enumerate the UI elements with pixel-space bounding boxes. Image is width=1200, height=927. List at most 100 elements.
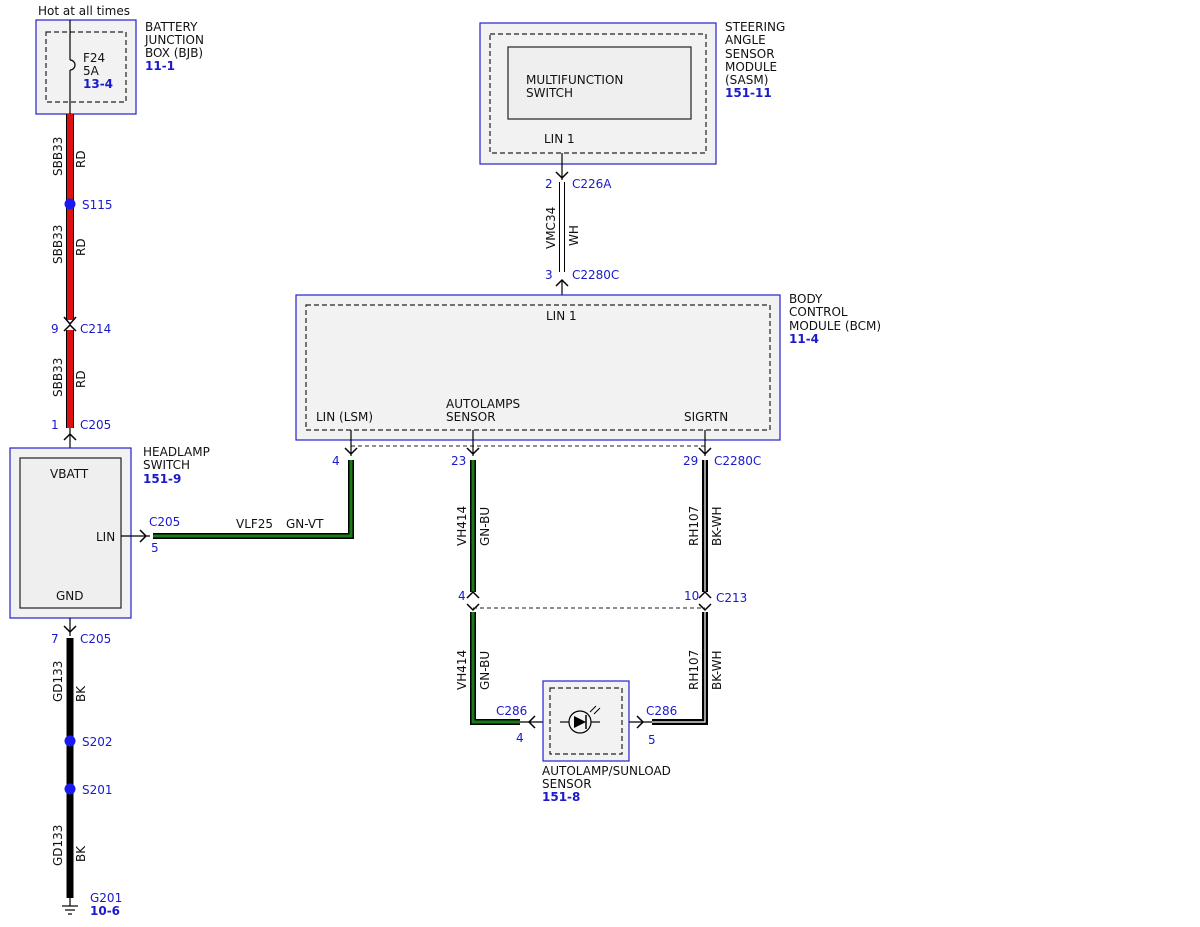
pin-29: 29 [683, 454, 698, 468]
wire-color-gn-bu-1: GN-BU [478, 507, 492, 546]
connector-c286-left-label: C286 [496, 704, 527, 718]
wire-color-gn-vt: GN-VT [286, 517, 324, 531]
autolamp-ref[interactable]: 151-8 [542, 790, 580, 804]
bcm-sigrtn-label: SIGRTN [684, 410, 728, 424]
wire-code-1: SBB33 [51, 137, 65, 176]
wire-code-rh107-2: RH107 [687, 650, 701, 690]
pin-1: 1 [51, 418, 59, 432]
headlamp-ref[interactable]: 151-9 [143, 472, 181, 486]
connector-c205-lin-label: C205 [149, 515, 180, 529]
autolamp-name-2: SENSOR [542, 777, 592, 791]
pin-4-bcm: 4 [332, 454, 340, 468]
pin-9: 9 [51, 322, 59, 336]
bcm-name-1: BODY [789, 292, 823, 306]
wire-code-gd133-2: GD133 [51, 825, 65, 866]
ground-ref[interactable]: 10-6 [90, 904, 120, 918]
battery-junction-box: F24 5A 13-4 BATTERY JUNCTION BOX (BJB) 1… [35, 19, 204, 115]
wire-code-vmc34: VMC34 [544, 207, 558, 249]
connector-c205-gnd-label: C205 [80, 632, 111, 646]
bcm-lin-lsm-label: LIN (LSM) [316, 410, 373, 424]
wire-code-3: SBB33 [51, 358, 65, 397]
splice-s201-label: S201 [82, 783, 113, 797]
fuse-ref[interactable]: 13-4 [83, 77, 113, 91]
pin-gnd-label: GND [56, 589, 84, 603]
headlamp-name-2: SWITCH [143, 458, 190, 472]
bjb-name-3: BOX (BJB) [145, 46, 203, 60]
bcm-autolamps-label-2: SENSOR [446, 410, 496, 424]
wire-vmc34: 2 C226A VMC34 WH 3 C2280C [544, 153, 619, 295]
wire-color-1: RD [74, 150, 88, 168]
pin-5-c286: 5 [648, 733, 656, 747]
pin-vbatt-label: VBATT [50, 467, 89, 481]
splice-s202-dot [64, 735, 76, 747]
bjb-name-2: JUNCTION [144, 33, 204, 47]
steering-angle-sensor-module: MULTIFUNCTION SWITCH LIN 1 STEERING ANGL… [479, 20, 785, 165]
wire-color-bk-wh-2: BK-WH [710, 650, 724, 690]
ground-icon [62, 905, 78, 915]
sasm-name-1: STEERING [725, 20, 785, 34]
connector-c2280c-top-label: C2280C [572, 268, 619, 282]
wire-code-vh414-2: VH414 [455, 650, 469, 690]
wire-code-gd133-1: GD133 [51, 661, 65, 702]
bcm-lin1-label: LIN 1 [546, 309, 577, 323]
fuse-rating: 5A [83, 64, 100, 78]
connector-c213-label: C213 [716, 591, 747, 605]
sasm-name-4: MODULE [725, 60, 777, 74]
pin-10: 10 [684, 589, 699, 603]
sasm-name-3: SENSOR [725, 47, 775, 61]
body-control-module: LIN 1 LIN (LSM) AUTOLAMPS SENSOR SIGRTN … [295, 292, 881, 447]
multifunction-line-2: SWITCH [526, 86, 573, 100]
wire-code-vh414-1: VH414 [455, 506, 469, 546]
sasm-lin1-label: LIN 1 [544, 132, 575, 146]
pin-2: 2 [545, 177, 553, 191]
bcm-autolamps-label-1: AUTOLAMPS [446, 397, 520, 411]
connector-c2280c-bottom-label: C2280C [714, 454, 761, 468]
wire-code-2: SBB33 [51, 225, 65, 264]
wire-color-3: RD [74, 370, 88, 388]
wire-rh107: RH107 BK-WH 10 C213 RH107 BK-WH C286 5 [600, 460, 747, 747]
connector-c205-top-label: C205 [80, 418, 111, 432]
pin-23: 23 [451, 454, 466, 468]
autolamp-name-1: AUTOLAMP/SUNLOAD [542, 764, 671, 778]
autolamp-sunload-sensor: AUTOLAMP/SUNLOAD SENSOR 151-8 [542, 680, 671, 804]
bcm-ref[interactable]: 11-4 [789, 332, 819, 346]
pin-lin-label: LIN [96, 530, 115, 544]
splice-s115-label: S115 [82, 198, 113, 212]
wire-code-vlf25: VLF25 [236, 517, 273, 531]
sasm-name-5: (SASM) [725, 73, 768, 87]
wire-sbb33: S115 SBB33 RD SBB33 RD SBB33 RD 9 C214 1… [51, 114, 113, 448]
connector-c286-right-label: C286 [646, 704, 677, 718]
bcm-name-2: CONTROL [789, 305, 848, 319]
headlamp-name-1: HEADLAMP [143, 445, 210, 459]
bjb-ref[interactable]: 11-1 [145, 59, 175, 73]
wire-color-bk-2: BK [74, 845, 88, 862]
bcm-pins: 4 23 29 C2280C [332, 430, 761, 468]
pin-4-c286: 4 [516, 731, 524, 745]
hot-at-all-times-label: Hot at all times [38, 4, 130, 18]
sasm-name-2: ANGLE [725, 33, 766, 47]
ground-name: G201 [90, 891, 122, 905]
sasm-ref[interactable]: 151-11 [725, 86, 772, 100]
pin-7: 7 [51, 632, 59, 646]
connector-c214-label: C214 [80, 322, 111, 336]
wire-vh414: VH414 GN-BU 4 VH414 GN-BU C286 4 [455, 460, 560, 745]
headlamp-switch: VBATT LIN GND HEADLAMP SWITCH 151-9 [9, 445, 210, 619]
fuse-icon [69, 59, 76, 71]
wire-vlf25: C205 5 VLF25 GN-VT [121, 460, 354, 555]
splice-s202-label: S202 [82, 735, 113, 749]
multifunction-line-1: MULTIFUNCTION [526, 73, 623, 87]
bjb-name-1: BATTERY [145, 20, 198, 34]
pin-3: 3 [545, 268, 553, 282]
connector-c226a-label: C226A [572, 177, 612, 191]
splice-s115-dot [64, 198, 76, 210]
wire-color-2: RD [74, 238, 88, 256]
wire-color-bk-wh-1: BK-WH [710, 506, 724, 546]
wire-color-wh: WH [567, 225, 581, 246]
pin-4-c213: 4 [458, 589, 466, 603]
wire-color-gn-bu-2: GN-BU [478, 651, 492, 690]
fuse-name: F24 [83, 51, 105, 65]
wire-gd133: 7 C205 S202 S201 GD133 BK GD133 BK G201 … [51, 618, 122, 918]
splice-s201-dot [64, 783, 76, 795]
wire-code-rh107-1: RH107 [687, 506, 701, 546]
